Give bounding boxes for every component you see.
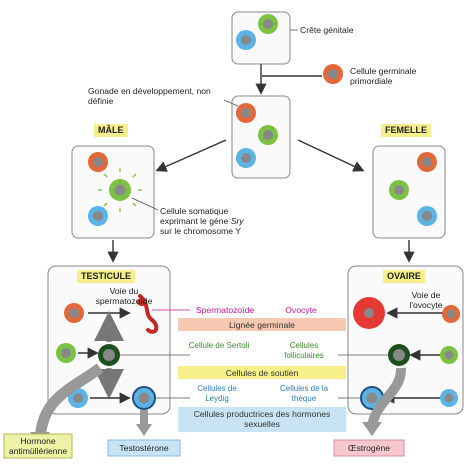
follicular-cell-female	[389, 180, 409, 200]
oestrogene-label: Œstrogène	[347, 443, 391, 453]
sry-line2: exprimant le gène Sry	[160, 216, 244, 226]
sry-line3: sur le chromosome Y	[160, 226, 242, 236]
gonade-leader	[223, 99, 239, 107]
amh-label: Hormone antimüllérienne	[8, 436, 68, 456]
ovocyte-cell	[353, 297, 385, 329]
primordial-label: Cellule germinale primordiale	[350, 66, 417, 86]
sry-line1: Cellule somatique	[160, 206, 229, 216]
soutien-label: Cellules de soutien	[225, 368, 299, 378]
theca-cell-ovaire	[440, 389, 458, 407]
germ-cell-female	[417, 152, 437, 172]
voie-ovo-label: Voie de l'ovocyte	[409, 290, 443, 310]
follicular-cell-differentiated	[388, 344, 410, 366]
gonade-label: Gonade en développement, non définie	[88, 86, 211, 106]
germ-cell-male	[88, 152, 108, 172]
leydig-cell-male	[88, 206, 108, 226]
leydig-cell-differentiated	[132, 386, 156, 410]
lignee-label: Lignée germinale	[229, 320, 295, 330]
crete-label: Crête génitale	[300, 25, 354, 35]
sertoli-cell-gonade	[258, 125, 278, 145]
sry-leader	[131, 197, 159, 211]
germ-cell-testicule	[64, 303, 84, 323]
sry-gene: Sry	[230, 216, 244, 226]
sry-label: Cellule somatique exprimant le gène Sry …	[160, 206, 244, 236]
band-lignee	[178, 318, 346, 331]
arrow-to-female	[297, 139, 365, 172]
arrow-amh-out	[34, 363, 104, 441]
female-header: FEMELLE	[381, 124, 431, 137]
germ-cell-gonade	[236, 103, 256, 123]
ovocyte-label: Ovocyte	[285, 305, 317, 315]
primordial-germ-cell	[323, 64, 343, 84]
spermatozoide-shape	[137, 294, 159, 334]
theca-cell-female	[417, 206, 437, 226]
band-productrices	[178, 407, 346, 432]
testosterone-label: Testostérone	[119, 443, 169, 453]
arrow-oestrogen-head	[362, 422, 382, 436]
leydig-cell-gonade	[236, 148, 256, 168]
productrices-label: Cellules productrices des hormones sexue…	[193, 409, 331, 429]
folliculaires-label: Cellules folliculaires	[284, 341, 324, 360]
arrow-oestrogen-out	[367, 367, 406, 428]
leydig-cell-top	[236, 30, 256, 50]
leydig-label: Cellules de Leydig	[197, 384, 237, 403]
arrow-testosterone-head	[136, 424, 152, 436]
sertoli-cell-testicule-left	[56, 343, 76, 363]
sry-line2-text: exprimant le gène	[160, 216, 231, 226]
germ-cell-ovaire	[442, 305, 460, 323]
sry-cell	[98, 168, 142, 212]
testicule-header: TESTICULE	[77, 270, 136, 283]
voie-sperm-label: Voie du spermatozoïde	[95, 286, 153, 306]
sertoli-cell-differentiated	[98, 344, 120, 366]
theque-label: Cellules de la thèque	[279, 384, 329, 403]
spermatozoide-label: Spermatozoïde	[195, 305, 255, 315]
ovaire-header: OVAIRE	[383, 270, 425, 283]
testosterone-box	[107, 439, 181, 457]
follicular-cell-ovaire	[440, 346, 458, 364]
male-header: MÂLE	[94, 124, 128, 137]
arrow-to-male	[155, 139, 227, 172]
band-soutien	[178, 366, 346, 379]
sertoli-cell-top	[258, 14, 278, 34]
oestrogene-box	[333, 439, 405, 457]
sertoli-label: Cellule de Sertoli	[188, 341, 250, 350]
amh-box	[3, 433, 73, 459]
